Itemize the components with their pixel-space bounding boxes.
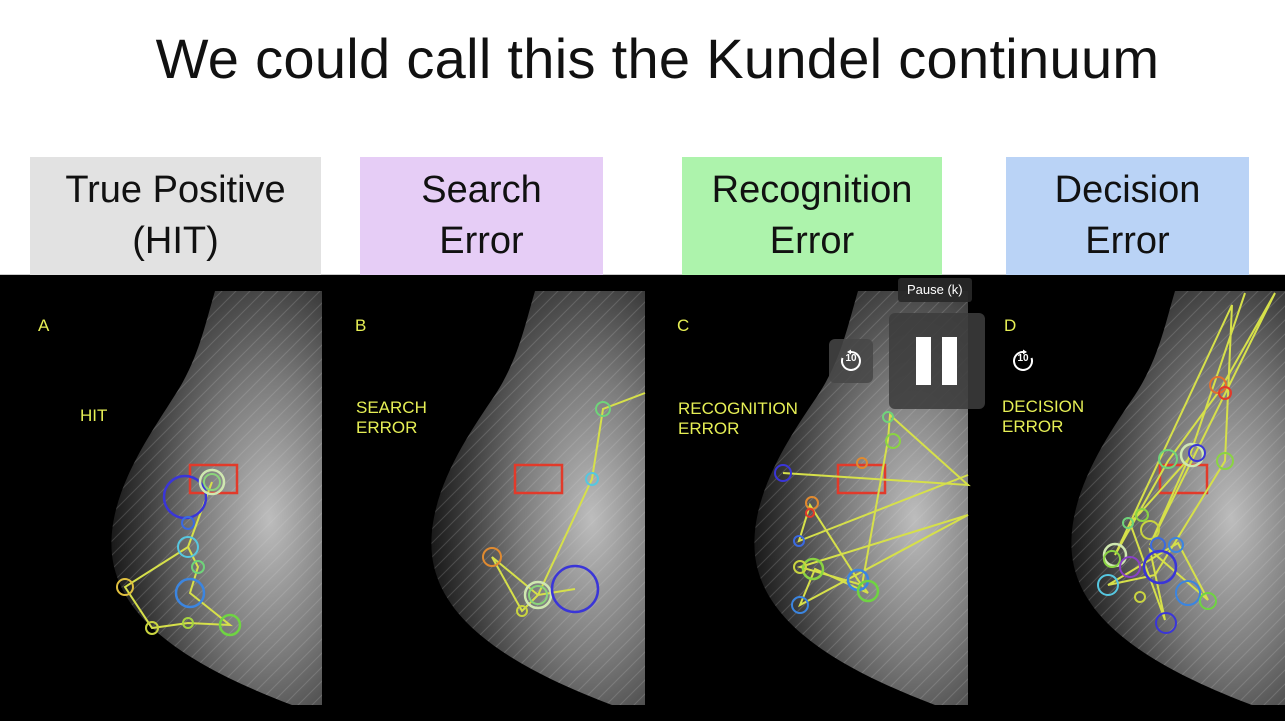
panel-letter-c: C: [677, 316, 689, 335]
rewind-10-button[interactable]: 10: [829, 339, 873, 383]
category-label-line2: Error: [769, 220, 855, 262]
slide-title: We could call this the Kundel continuum: [155, 27, 1160, 90]
panel-letter-d: D: [1004, 316, 1016, 335]
category-label-line2: Error: [439, 220, 524, 262]
category-label-line1: Recognition: [711, 169, 913, 211]
pause-icon: [916, 337, 931, 385]
panel-label-c-line2: ERROR: [678, 419, 739, 438]
panel-label-d-line2: ERROR: [1002, 417, 1063, 436]
scanpath-a: [123, 481, 234, 630]
panel-label-b-line2: ERROR: [356, 418, 417, 437]
category-label-line1: Search: [421, 169, 542, 211]
panel-b: B SEARCH ERROR: [355, 291, 646, 705]
category-label-line2: Error: [1085, 220, 1170, 262]
panel-label-c-line1: RECOGNITION: [678, 399, 798, 418]
pause-tooltip: Pause (k): [898, 278, 972, 302]
category-label-line1: True Positive: [65, 169, 286, 211]
scanpath-c: [782, 412, 971, 608]
category-search-error: Search Error: [360, 157, 603, 275]
panel-a: A HIT: [38, 291, 322, 705]
panel-label-d-line1: DECISION: [1002, 397, 1084, 416]
category-decision-error: Decision Error: [1006, 157, 1249, 275]
pause-icon-bar: [942, 337, 957, 385]
category-recognition-error: Recognition Error: [682, 157, 942, 275]
panel-letter-b: B: [355, 316, 366, 335]
forward-10-button[interactable]: 10: [1001, 339, 1045, 383]
rewind-icon: [841, 349, 861, 371]
mammogram-figure-svg: A HIT B SEARCH ERROR: [38, 291, 1285, 705]
category-true-positive: True Positive (HIT): [30, 157, 321, 275]
slide-header-area: We could call this the Kundel continuum …: [0, 0, 1285, 275]
forward-icon: [1013, 349, 1033, 371]
panel-label-a: HIT: [80, 406, 107, 425]
scanpath-d: [1107, 292, 1276, 621]
forward-seconds: 10: [1017, 353, 1029, 364]
mammogram-figure: A HIT B SEARCH ERROR: [0, 275, 1285, 721]
category-label-line2: (HIT): [132, 220, 219, 262]
panel-label-b-line1: SEARCH: [356, 398, 427, 417]
panel-d: D DECISION ERROR: [1002, 291, 1285, 705]
panel-letter-a: A: [38, 316, 50, 335]
pause-button[interactable]: [889, 313, 985, 409]
rewind-seconds: 10: [845, 353, 857, 364]
lesion-box-b: [513, 463, 564, 495]
category-label-line1: Decision: [1054, 169, 1201, 211]
